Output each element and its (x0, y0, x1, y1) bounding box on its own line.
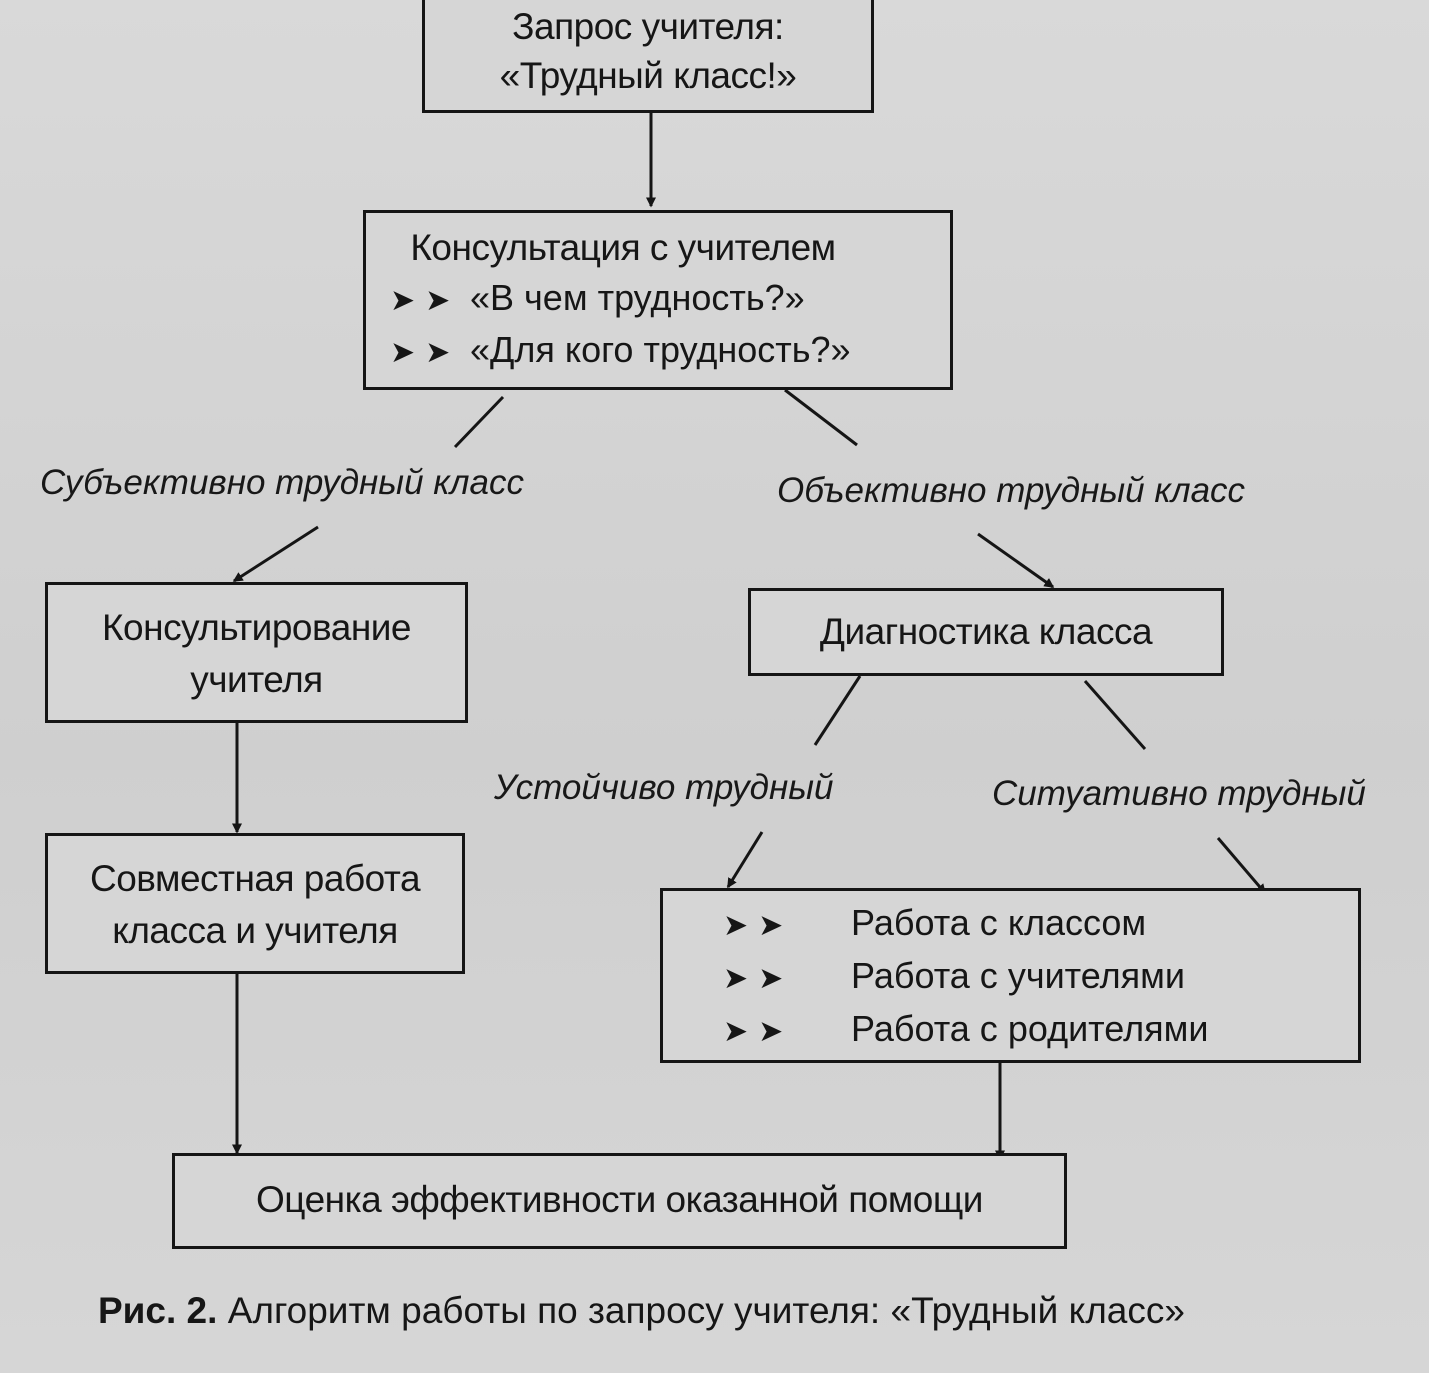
figure-number: Рис. 2. (98, 1290, 218, 1331)
arrow-stable-to-work (726, 831, 764, 889)
advising-line-2: учителя (190, 659, 323, 700)
work-item-1: ➤➤ Работа с классом (723, 901, 1146, 948)
work-item-1-text: Работа с классом (851, 902, 1147, 943)
arrow-objective-to-diagnostics (977, 532, 1055, 589)
line-diagnostics-to-stable (813, 675, 862, 746)
consultation-item-1-text: «В чем трудность?» (470, 277, 805, 318)
diagnostics-title: Диагностика класса (819, 611, 1153, 652)
request-line-1: Запрос учителя: (512, 6, 784, 47)
figure-caption-text: Алгоритм работы по запросу учителя: «Тру… (227, 1290, 1185, 1331)
advising-line-1: Консультирование (102, 607, 412, 648)
joint-work-box: Совместная работа класса и учителя (45, 833, 465, 974)
consultation-title: Консультация с учителем (410, 227, 836, 268)
request-line-2: «Трудный класс!» (499, 55, 797, 96)
joint-work-line-1: Совместная работа (89, 858, 421, 899)
joint-work-line-2: класса и учителя (112, 910, 398, 951)
arrow-subjective-to-advising (232, 525, 319, 583)
evaluation-title: Оценка эффективности оказанной помощи (256, 1179, 983, 1220)
work-box: ➤➤ Работа с классом ➤➤ Работа с учителям… (660, 888, 1361, 1063)
label-situational: Ситуативно трудный (992, 774, 1366, 813)
consultation-item-2: ➤➤ «Для кого трудность?» (390, 328, 851, 375)
double-chevron-right-icon: ➤➤ (723, 1015, 794, 1048)
work-item-2: ➤➤ Работа с учителями (723, 954, 1185, 1001)
figure-caption: Рис. 2. Алгоритм работы по запросу учите… (98, 1290, 1185, 1332)
double-chevron-right-icon: ➤➤ (390, 284, 461, 317)
consultation-item-1: ➤➤ «В чем трудность?» (390, 276, 805, 323)
line-consultation-to-objective (784, 388, 858, 447)
double-chevron-right-icon: ➤➤ (723, 962, 794, 995)
line-diagnostics-to-situational (1083, 680, 1147, 750)
work-item-3: ➤➤ Работа с родителями (723, 1007, 1208, 1054)
consultation-box: Консультация с учителем ➤➤ «В чем трудно… (363, 210, 953, 390)
label-subjective: Субъективно трудный класс (40, 463, 524, 502)
diagnostics-box: Диагностика класса (748, 588, 1224, 676)
double-chevron-right-icon: ➤➤ (390, 336, 461, 369)
line-consultation-to-subjective (453, 395, 505, 449)
work-item-3-text: Работа с родителями (851, 1008, 1209, 1049)
label-objective: Объективно трудный класс (777, 471, 1246, 510)
arrow-situational-to-work (1216, 837, 1267, 895)
advising-box: Консультирование учителя (45, 582, 468, 723)
work-item-2-text: Работа с учителями (851, 955, 1185, 996)
double-chevron-right-icon: ➤➤ (723, 909, 794, 942)
request-box: Запрос учителя: «Трудный класс!» (422, 0, 874, 113)
evaluation-box: Оценка эффективности оказанной помощи (172, 1153, 1067, 1249)
consultation-item-2-text: «Для кого трудность?» (470, 329, 851, 370)
label-stable: Устойчиво трудный (494, 768, 834, 807)
